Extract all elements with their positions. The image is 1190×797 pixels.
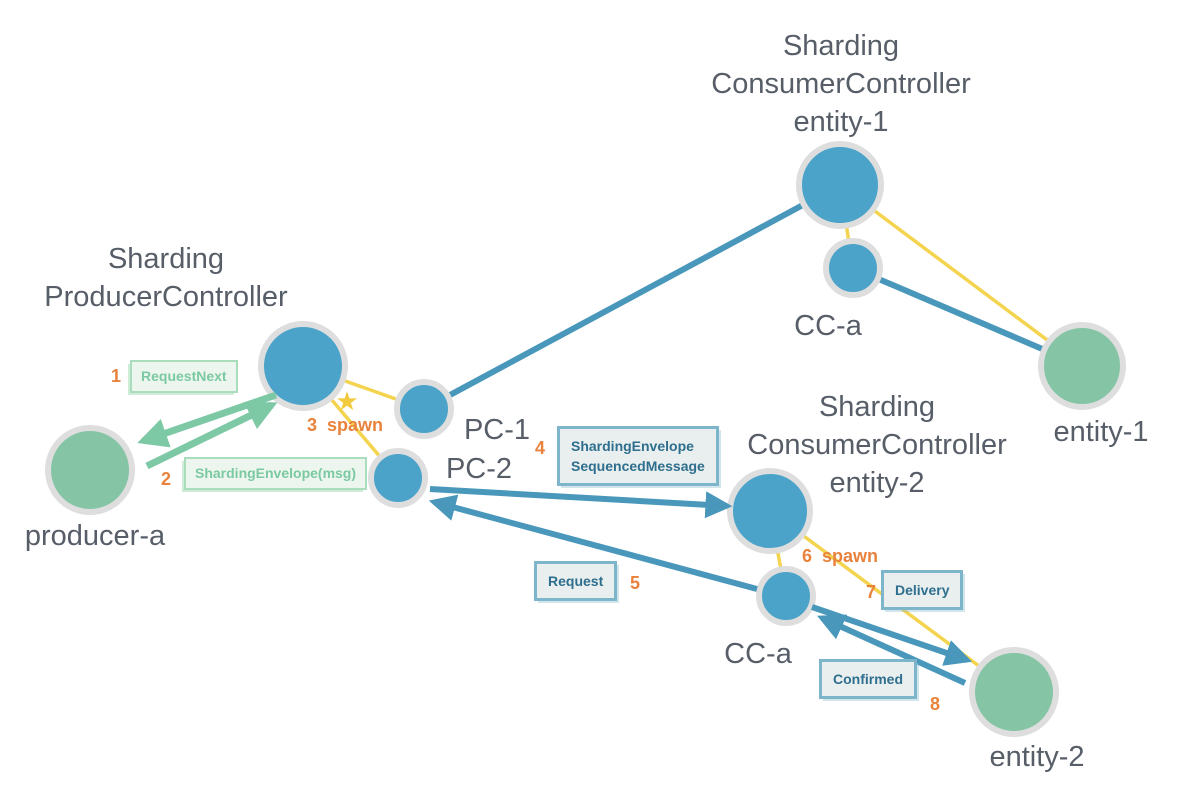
message-box-request: Request [534, 561, 618, 601]
title-line: entity-1 [793, 106, 889, 138]
step-number-6: 6 [802, 546, 813, 566]
message-box-delivery: Delivery [881, 570, 964, 610]
arrow-sequencedmessage [429, 486, 733, 519]
step-number-1: 1 [111, 366, 122, 386]
step-number-3: 3 [307, 415, 318, 435]
title-line: ConsumerController [711, 68, 971, 100]
label-cca-1: CC-a [794, 310, 862, 342]
title-line: Sharding [782, 30, 900, 62]
node-producer-a [45, 425, 135, 515]
node-cca-2 [756, 566, 816, 626]
arrow-request [428, 494, 758, 592]
spawn-label-3: 3 spawn [307, 415, 383, 436]
arrow-delivery [811, 604, 973, 666]
title-sharding-consumercontroller-entity1: Sharding ConsumerController entity-1 [711, 27, 971, 141]
spawn-star-icon: ★ [335, 386, 359, 416]
title-line: ConsumerController [747, 429, 1007, 461]
edge-consumercontroller1-entity1 [838, 183, 1084, 368]
node-pc2 [368, 448, 428, 508]
label-producer-a: producer-a [24, 520, 166, 552]
step-number-5: 5 [630, 573, 641, 593]
step-number-8: 8 [930, 694, 941, 714]
message-box-sequencedmessage: ShardingEnvelope SequencedMessage [557, 426, 719, 486]
title-line: Sharding [818, 391, 936, 423]
message-line: ShardingEnvelope [571, 438, 694, 454]
node-entity-1 [1038, 322, 1126, 410]
arrow-shardingenvelope-msg [145, 401, 278, 470]
label-entity-1: entity-1 [1053, 416, 1149, 448]
spawn-label-6: 6 spawn [802, 546, 878, 567]
title-line: Sharding [107, 243, 225, 275]
step-number-7: 7 [866, 582, 877, 602]
arrow-confirmed [817, 614, 967, 686]
message-box-confirmed: Confirmed [819, 659, 917, 699]
node-entity-2 [969, 647, 1059, 737]
message-line: SequencedMessage [571, 458, 705, 474]
spawn-text: spawn [327, 415, 384, 435]
step-number-4: 4 [535, 438, 546, 458]
label-pc1: PC-1 [463, 414, 531, 446]
title-line: entity-2 [829, 467, 925, 499]
node-pc1 [394, 379, 454, 439]
node-cca-1 [823, 238, 883, 298]
node-producer-controller [258, 321, 348, 411]
label-pc2: PC-2 [445, 453, 513, 485]
title-line: ProducerController [44, 281, 288, 313]
spawn-text: spawn [822, 546, 879, 566]
label-cca-2: CC-a [724, 638, 792, 670]
message-box-shardingenvelope-msg: ShardingEnvelope(msg) [184, 457, 368, 490]
title-sharding-consumercontroller-entity2: Sharding ConsumerController entity-2 [747, 388, 1007, 502]
message-box-requestnext: RequestNext [130, 360, 238, 393]
edge-pc1-consumercontroller1 [422, 182, 842, 412]
label-entity-2: entity-2 [989, 741, 1085, 773]
step-number-2: 2 [161, 469, 172, 489]
node-consumer-controller-1 [796, 141, 884, 229]
title-sharding-producercontroller: Sharding ProducerController [44, 240, 287, 316]
